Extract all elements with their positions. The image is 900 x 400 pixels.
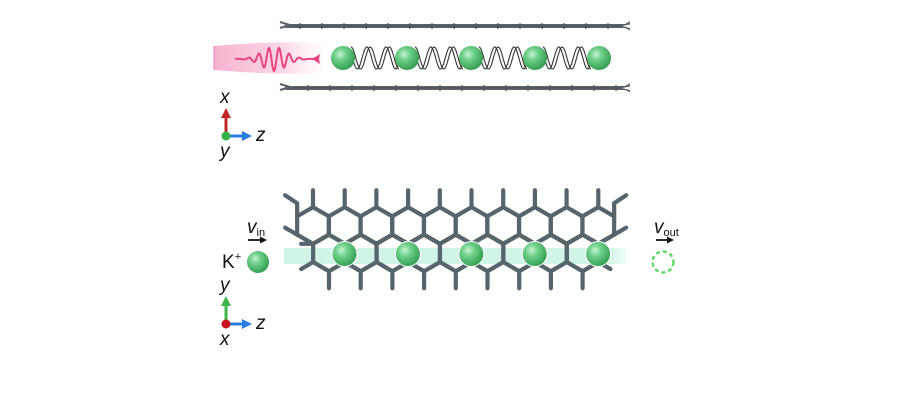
ion-chain-icon <box>350 46 592 70</box>
helix-strand <box>350 46 400 70</box>
top-ion-3 <box>459 46 483 70</box>
lattice-end-bond <box>283 193 300 206</box>
helix-strand <box>414 46 464 70</box>
bottom-ion-3 <box>458 240 485 267</box>
v-in-symbol: v <box>247 217 257 238</box>
helix-strand <box>478 46 528 70</box>
bottom-ion-2 <box>394 240 421 267</box>
lattice-bond <box>564 260 585 274</box>
lattice-bond <box>501 260 522 274</box>
axis-x-arrowhead-icon <box>221 108 231 118</box>
v-in-arrow-icon <box>248 236 267 244</box>
axis-z-arrowhead-bottom-icon <box>242 319 252 329</box>
lattice-bond <box>564 232 585 246</box>
hexagonal-lattice <box>283 188 629 291</box>
helix-strand <box>542 46 592 70</box>
lattice-bond <box>469 205 490 219</box>
top-panel <box>213 21 630 329</box>
helix-strand <box>542 46 592 70</box>
lattice-bond <box>564 205 585 219</box>
tube-wall-bottom <box>279 83 630 93</box>
top-ion-5 <box>587 46 611 70</box>
lattice-end-bond <box>283 225 300 237</box>
axis-label-x-bottom: x <box>220 329 230 350</box>
axis-x-origin-dot <box>221 319 231 329</box>
lattice-bond <box>532 205 553 219</box>
bottom-ion-5 <box>585 240 612 267</box>
bottom-panel <box>247 188 675 291</box>
lattice-bond <box>374 205 395 219</box>
bottom-ion-chain <box>331 240 612 267</box>
axis-label-x-top: x <box>220 87 230 108</box>
axis-y-arrowhead-icon <box>221 296 231 306</box>
ion-symbol: K <box>222 252 235 273</box>
v-in-label: vin <box>247 218 265 239</box>
lattice-bond <box>453 205 474 219</box>
top-ion-1 <box>331 46 355 70</box>
axis-z-arrowhead-icon <box>242 131 252 141</box>
lattice-bond <box>406 205 427 219</box>
axis-y-origin-dot <box>221 131 231 141</box>
nanotube-icon <box>279 21 630 93</box>
tube-wall-top <box>279 21 630 31</box>
helix-strand <box>478 46 528 70</box>
lattice-bond <box>437 205 458 219</box>
pulse-arrowhead-icon <box>312 54 320 64</box>
axis-label-y-bottom: y <box>220 275 230 296</box>
top-ion-2 <box>395 46 419 70</box>
lattice-bond <box>311 260 332 274</box>
ion-label: K+ <box>222 251 242 273</box>
lattice-bond <box>485 232 506 246</box>
lattice-end-bond <box>299 260 316 272</box>
lattice-bond <box>501 205 522 219</box>
v-out-symbol: v <box>654 217 664 238</box>
helix-strand <box>414 46 464 70</box>
lattice-bond <box>485 260 506 274</box>
axis-label-y-top: y <box>220 141 230 162</box>
top-ion-chain <box>331 46 611 70</box>
lattice-bond <box>437 260 458 274</box>
lattice-bond <box>295 205 316 219</box>
lattice-end-bond <box>612 193 629 206</box>
axes-top <box>221 108 252 141</box>
lattice-bond <box>374 260 395 274</box>
lattice-bond <box>358 232 379 246</box>
lattice-bond <box>580 205 601 219</box>
incoming-ion <box>247 251 269 273</box>
lattice-bond <box>374 232 395 246</box>
axis-label-z-top: z <box>256 125 266 146</box>
top-ion-4 <box>523 46 547 70</box>
light-pulse-icon <box>235 46 320 73</box>
lattice-bond <box>342 205 363 219</box>
helix-strand <box>350 46 400 70</box>
v-out-arrow-icon <box>656 236 674 244</box>
lattice-bond <box>501 232 522 246</box>
v-in-subscript: in <box>256 227 266 239</box>
v-out-label: vout <box>654 218 679 239</box>
lattice-bond <box>596 205 617 219</box>
lattice-bond <box>358 205 379 219</box>
axis-label-z-bottom: z <box>256 313 266 334</box>
lattice-bond <box>437 232 458 246</box>
axes-bottom <box>221 296 252 329</box>
exit-ion-placeholder <box>651 250 675 274</box>
lattice-bond <box>421 205 442 219</box>
lattice-bond <box>548 205 569 219</box>
v-out-subscript: out <box>663 227 679 239</box>
lattice-bond <box>311 232 332 246</box>
lattice-end-bond <box>612 225 629 237</box>
lattice-bond <box>326 205 347 219</box>
lattice-bond <box>422 232 443 246</box>
lattice-bond <box>548 260 569 274</box>
bottom-ion-1 <box>331 240 358 267</box>
lattice-bond <box>358 260 379 274</box>
lattice-bond <box>422 260 443 274</box>
lattice-bond <box>310 205 331 219</box>
lattice-bond <box>390 205 411 219</box>
lattice-bond <box>485 205 506 219</box>
lattice-bond <box>516 205 538 219</box>
ion-charge: + <box>234 251 242 263</box>
bottom-ion-4 <box>521 240 548 267</box>
lattice-bond <box>548 232 569 246</box>
